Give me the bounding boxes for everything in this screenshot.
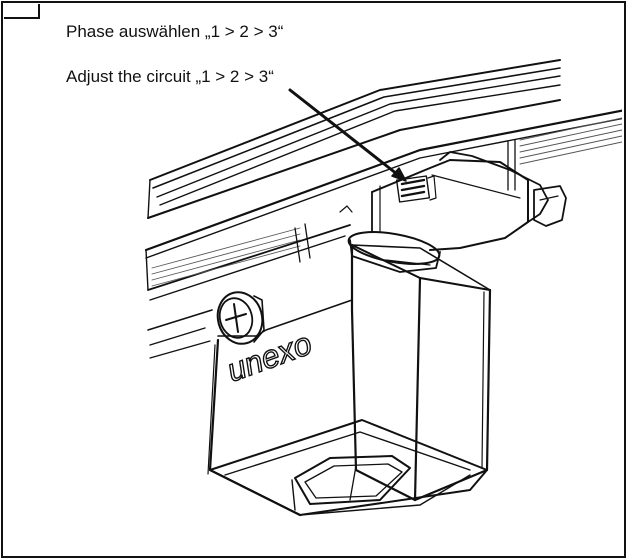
caption-german: Phase auswählen „1 > 2 > 3“	[66, 22, 284, 41]
brand-logo: unexo	[222, 325, 316, 389]
arrow-icon	[288, 88, 407, 182]
phase-selector-switch	[395, 175, 437, 203]
track-adapter	[347, 151, 567, 273]
lens-opening	[291, 455, 411, 511]
screw-icon	[216, 291, 265, 345]
track-rail	[144, 59, 622, 359]
frame-corner-tab	[4, 4, 40, 19]
spot-head	[207, 243, 492, 517]
caption-english: Adjust the circuit „1 > 2 > 3“	[66, 67, 274, 86]
